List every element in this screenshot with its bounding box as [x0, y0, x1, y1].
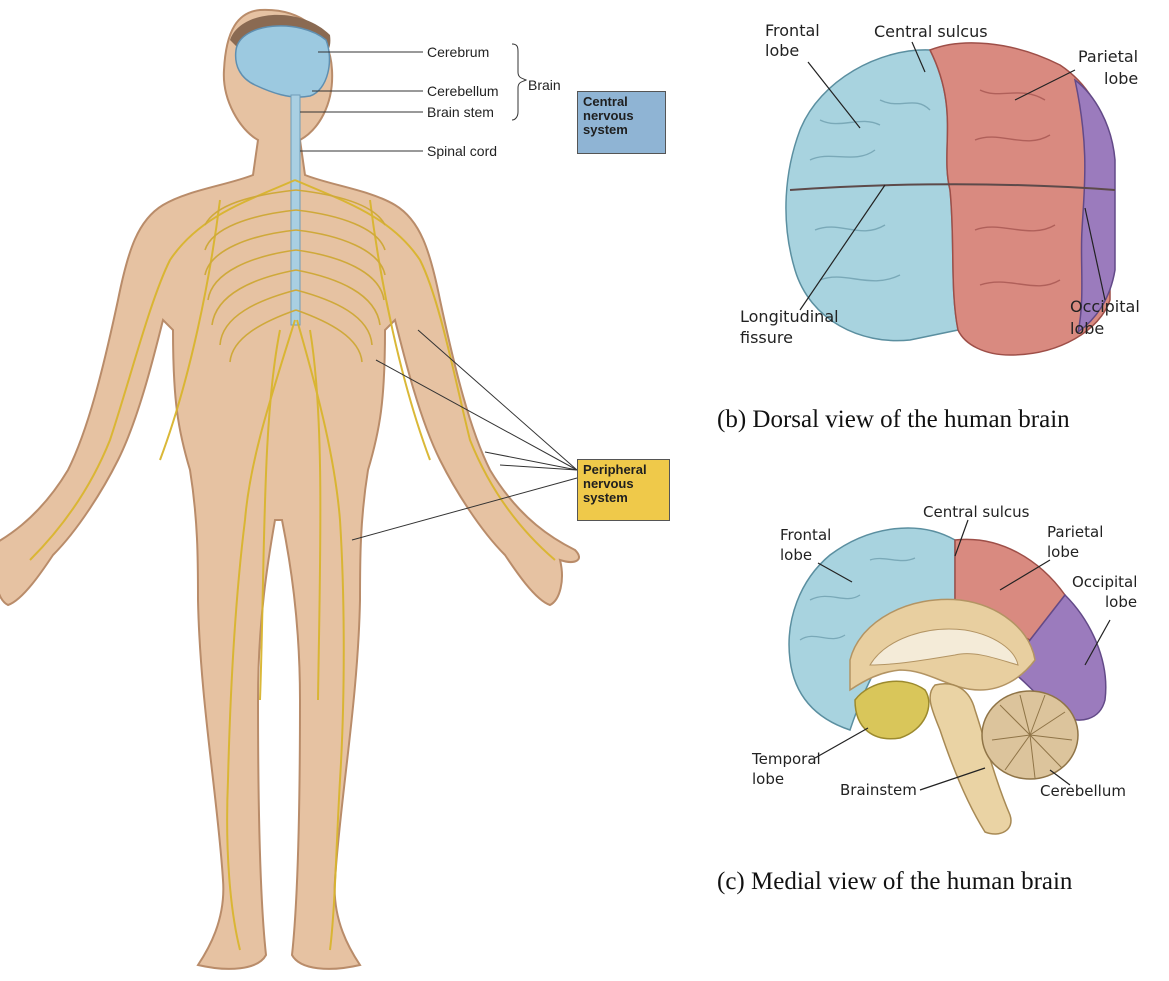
medial-cerebellum — [982, 691, 1078, 779]
label-dorsal-occipital-1: Occipital — [1070, 297, 1140, 316]
cns-box-line-3: system — [583, 123, 660, 137]
label-medial-brainstem: Brainstem — [840, 781, 917, 799]
label-dorsal-occipital-2: lobe — [1070, 319, 1104, 338]
cns-box-line-2: nervous — [583, 109, 660, 123]
pns-box-line-1: Peripheral — [583, 463, 664, 477]
label-dorsal-frontal-1: Frontal — [765, 21, 820, 40]
label-medial-temporal-2: lobe — [752, 770, 784, 788]
label-medial-central-sulcus: Central sulcus — [923, 503, 1030, 521]
label-medial-occipital-2: lobe — [1105, 593, 1137, 611]
label-medial-occipital-1: Occipital — [1072, 573, 1137, 591]
dorsal-frontal-lobe — [786, 50, 958, 341]
pns-box-line-2: nervous — [583, 477, 664, 491]
leader-medial-temporal — [815, 728, 868, 758]
pns-box: Peripheral nervous system — [577, 459, 670, 521]
label-dorsal-frontal-2: lobe — [765, 41, 799, 60]
brain-brace — [512, 44, 526, 120]
medial-temporal-lobe — [855, 681, 929, 738]
cns-box-line-1: Central — [583, 95, 660, 109]
label-dorsal-fissure-2: fissure — [740, 328, 793, 347]
label-medial-frontal-2: lobe — [780, 546, 812, 564]
label-cerebellum: Cerebellum — [427, 83, 499, 99]
label-medial-cerebellum: Cerebellum — [1040, 782, 1126, 800]
label-medial-parietal-2: lobe — [1047, 543, 1079, 561]
label-brain: Brain — [528, 77, 561, 93]
pns-box-line-3: system — [583, 491, 664, 505]
label-medial-temporal-1: Temporal — [751, 750, 821, 768]
label-brain-stem: Brain stem — [427, 104, 494, 120]
label-medial-frontal-1: Frontal — [780, 526, 831, 544]
figure-a-labels: Cerebrum Cerebellum Brain stem Brain Spi… — [427, 44, 561, 159]
label-dorsal-parietal-1: Parietal — [1078, 47, 1138, 66]
label-dorsal-central-sulcus: Central sulcus — [874, 22, 988, 41]
label-dorsal-parietal-2: lobe — [1104, 69, 1138, 88]
label-medial-parietal-1: Parietal — [1047, 523, 1103, 541]
caption-medial-view: (c) Medial view of the human brain — [717, 868, 1072, 896]
label-dorsal-fissure-1: Longitudinal — [740, 307, 839, 326]
label-spinal-cord: Spinal cord — [427, 143, 497, 159]
cns-box: Central nervous system — [577, 91, 666, 154]
caption-dorsal-view: (b) Dorsal view of the human brain — [717, 406, 1070, 434]
label-cerebrum: Cerebrum — [427, 44, 489, 60]
